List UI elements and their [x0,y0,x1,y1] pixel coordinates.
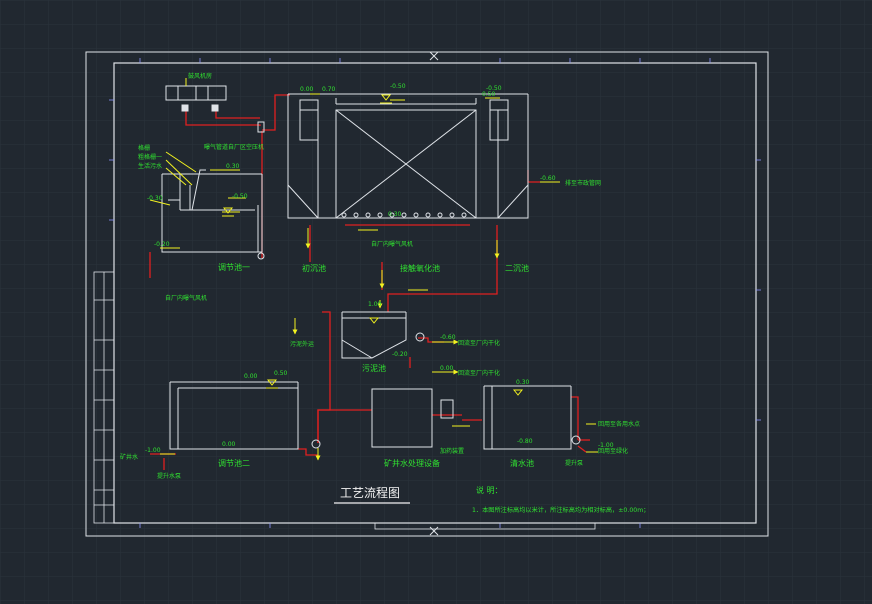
annot-label: 自厂内曝气风机 [371,240,413,248]
elev-label: 0.00 [300,86,314,93]
elev-label: 0.70 [322,86,336,93]
annot-label: 鼓风机房 [188,72,212,80]
title-block [374,522,600,530]
unit-label-qingshui: 清水池 [510,458,534,468]
elev-label: 0.00 [222,441,236,448]
annot-label: 矿井水 [120,453,138,461]
annot-label: 回用至各用水点 [598,420,640,428]
notes-heading: 说 明： [476,485,503,495]
elev-label: 0.30 [226,163,240,170]
aeration-diffusers [341,212,467,218]
elev-label: -0.50 [486,85,502,92]
elev-label: -0.50 [232,193,248,200]
elev-label: -0.60 [540,175,556,182]
annot-label: 粗格栅一 [138,153,162,161]
elev-label: 1.00 [368,301,382,308]
annot-label: 污泥外运 [290,340,314,348]
annot-label: 加药装置 [440,447,464,455]
annot-label: 回流至厂内干化 [458,369,500,377]
elev-label: 0.50 [274,370,288,377]
leaders-and-arrows [149,78,598,461]
annot-label: 回用至绿化 [598,447,628,455]
elev-label: 0.30 [388,211,402,218]
unit-label-chuchen: 初沉池 [302,263,326,273]
annot-label: 提升水泵 [157,472,181,480]
water-level-markers [222,94,524,396]
elev-label: -1.00 [145,447,161,454]
unit-labels: 调节池一 初沉池 接触氧化池 二沉池 污泥池 调节池二 矿井水处理设备 清水池 [218,262,534,468]
elev-label: -0.20 [392,351,408,358]
elev-label: 0.00 [244,373,258,380]
left-title-strip [93,271,115,524]
annot-label: 排至市政管网 [565,179,601,187]
elevation-labels: 0.00 0.70 -0.50 0.50 0.30 -0.50 -0.30 -0… [145,83,614,454]
elev-label: -0.50 [390,83,406,90]
unit-label-erchen: 二沉池 [505,263,529,273]
elev-label: -0.60 [440,334,456,341]
ruler-ticks [109,58,761,528]
annot-label: 曝气管道自厂区空压机 [204,143,264,151]
annot-label: 提升泵 [565,459,583,467]
annot-label: 格栅 [138,144,150,152]
elev-label: -0.20 [154,241,170,248]
annot-label: 自厂内曝气风机 [165,294,207,302]
elev-label: -0.30 [147,195,163,202]
pipelines [149,94,590,470]
annot-label: 回流至厂内干化 [458,339,500,347]
annotation-labels: 鼓风机房 曝气管道自厂区空压机 格栅 粗格栅一 生活污水 自厂内曝气风机 自厂内… [120,72,640,480]
annot-label: 生活污水 [138,162,162,170]
unit-label-jiexie: 接触氧化池 [400,263,440,273]
unit-label-tiaojie1: 调节池一 [218,262,250,272]
unit-label-tiaojie2: 调节池二 [218,458,250,468]
elev-label: -0.80 [517,438,533,445]
elev-label: -1.00 [598,442,614,449]
notes-line-1: 1．本图所注标高均以米计，所注标高均为相对标高，±0.00m； [472,506,649,514]
drawing-title: 工艺流程图 [340,485,400,500]
elev-label: 0.00 [440,365,454,372]
unit-label-wuni: 污泥池 [362,363,386,373]
elev-label: 0.30 [516,379,530,386]
unit-label-kuangjing: 矿井水处理设备 [384,458,440,468]
elev-label: 0.50 [482,91,496,98]
